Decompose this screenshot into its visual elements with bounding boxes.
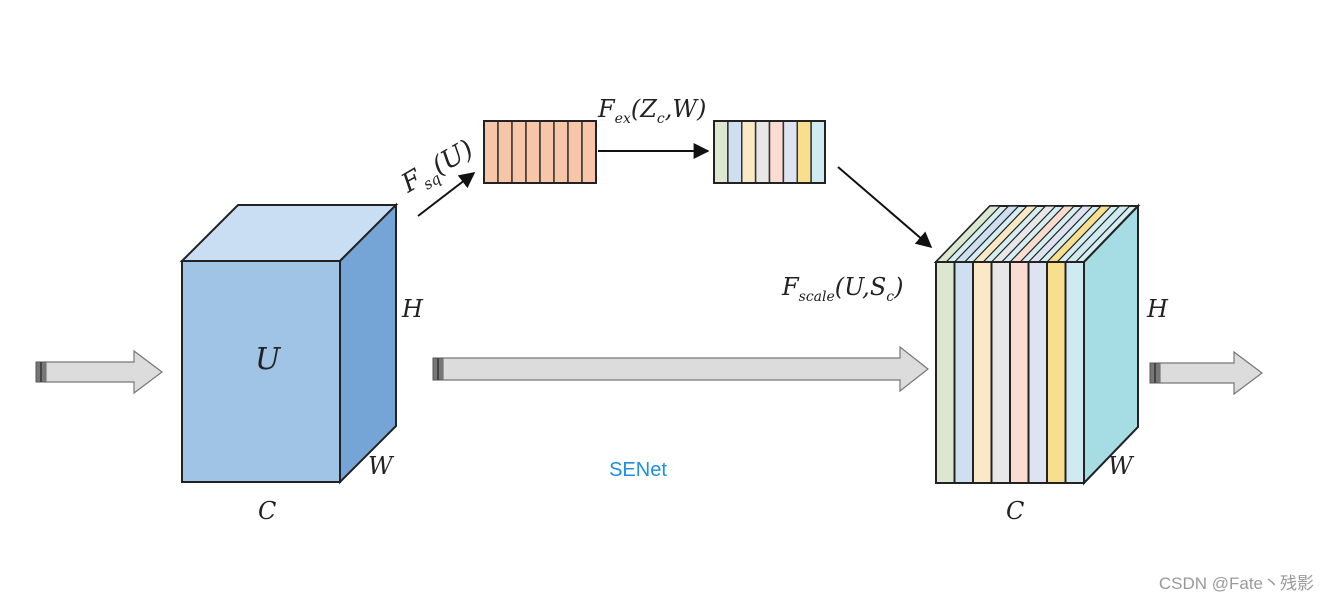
squeeze-vector-border <box>483 120 597 184</box>
squeeze-channel <box>525 120 541 184</box>
input-cube <box>179 202 399 485</box>
width-label: W <box>368 452 395 480</box>
output-width-label: W <box>1108 452 1135 480</box>
scaled-output-cube <box>933 203 1141 486</box>
f-scale-label: Fscale(U,Sc) <box>781 273 903 305</box>
f-ex-label: Fex(Zc,W) <box>597 95 706 127</box>
svg-text:Fsq(U): Fsq(U) <box>396 134 481 203</box>
squeeze-vector <box>483 120 597 184</box>
squeeze-channel <box>483 120 499 184</box>
squeeze-channel <box>539 120 555 184</box>
watermark: CSDN @Fate丶残影 <box>1159 574 1314 593</box>
output-channels-label: C <box>1006 497 1024 525</box>
input-tensor-label: U <box>255 342 282 377</box>
scaled-slice <box>953 261 974 484</box>
height-label: H <box>401 295 424 323</box>
scaled-slice <box>990 261 1011 484</box>
excitation-channel <box>713 120 729 184</box>
excitation-channel <box>768 120 785 184</box>
squeeze-channel <box>511 120 527 184</box>
channels-label: C <box>258 497 276 525</box>
excitation-channel <box>782 120 798 184</box>
output-height-label: H <box>1146 295 1169 323</box>
excitation-channel <box>796 120 812 184</box>
scaled-slice <box>1064 261 1085 484</box>
caption: SENet <box>609 459 667 481</box>
scaled-slice <box>935 261 956 484</box>
excitation-channel <box>754 120 771 184</box>
excitation-vector-border <box>713 120 826 184</box>
output-arrow <box>1149 350 1263 396</box>
squeeze-channel <box>581 120 597 184</box>
excitation-channel <box>727 120 743 184</box>
squeeze-channel <box>497 120 513 184</box>
f-sq-label: Fsq(U) <box>396 134 481 203</box>
squeeze-arrow <box>417 172 476 217</box>
scaled-slice <box>1009 261 1030 484</box>
excitation-vector <box>713 120 826 184</box>
excitation-channel <box>810 120 826 184</box>
input-arrow <box>35 349 163 395</box>
squeeze-channel <box>553 120 569 184</box>
scaled-slice <box>1046 261 1067 484</box>
scale-arrow <box>837 166 933 249</box>
squeeze-channel <box>567 120 583 184</box>
identity-arrow <box>432 345 929 393</box>
excitation-channel <box>741 120 757 184</box>
scaled-slice <box>1027 261 1048 484</box>
scaled-slice <box>972 261 993 484</box>
